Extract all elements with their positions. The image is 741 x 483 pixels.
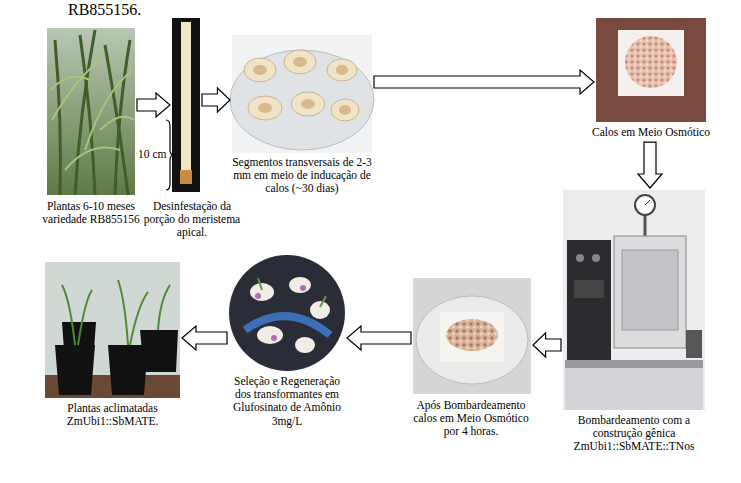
step-caption: Plantas aclimatadas ZmUbi1::SbMATE. (52, 402, 174, 428)
photo-step: Seleção e Regeneração dos transformantes… (229, 255, 345, 372)
step-caption: Calos em Meio Osmótico (586, 126, 716, 139)
petri-dish-photo (230, 35, 374, 153)
step-caption: Bombardeamento com a construção gênica Z… (570, 414, 698, 454)
photo-step: Segmentos transversais de 2-3 mm em meio… (232, 35, 372, 153)
block-arrow (347, 326, 411, 350)
block-arrow (202, 88, 230, 112)
potted-plants-photo (45, 262, 180, 398)
dimension-label: 10 cm (138, 148, 166, 160)
photo-step: Após Bombardeamento calos em Meio Osmóti… (413, 278, 531, 394)
step-caption: Plantas 6-10 meses variedade RB855156 (39, 200, 143, 226)
block-arrow (374, 70, 594, 94)
gene-gun-photo (563, 190, 705, 410)
step-caption: Seleção e Regeneração dos transformantes… (228, 375, 346, 428)
photo-step: Bombardeamento com a construção gênica Z… (563, 190, 705, 410)
meristem-photo (172, 18, 200, 192)
photo-step: Desinfestação da porção do meristema api… (172, 18, 200, 192)
step-caption: Desinfestação da porção do meristema api… (139, 200, 245, 240)
block-arrow (638, 142, 662, 188)
plants-photo (47, 28, 135, 195)
photo-step: Calos em Meio Osmótico (596, 18, 706, 122)
selection-photo (229, 255, 345, 371)
block-arrow (533, 333, 561, 357)
photo-step: Plantas aclimatadas ZmUbi1::SbMATE. (45, 262, 180, 398)
block-arrow (182, 326, 227, 350)
step-caption: Segmentos transversais de 2-3 mm em meio… (231, 156, 373, 196)
size-bracket (166, 120, 174, 190)
title-fragment: RB855156. (68, 1, 141, 19)
dish-photo (413, 278, 531, 394)
block-arrow (137, 93, 170, 117)
calli-photo (596, 18, 706, 122)
photo-step: Plantas 6-10 meses variedade RB855156 (47, 28, 135, 195)
step-caption: Após Bombardeamento calos em Meio Osmóti… (412, 399, 530, 439)
